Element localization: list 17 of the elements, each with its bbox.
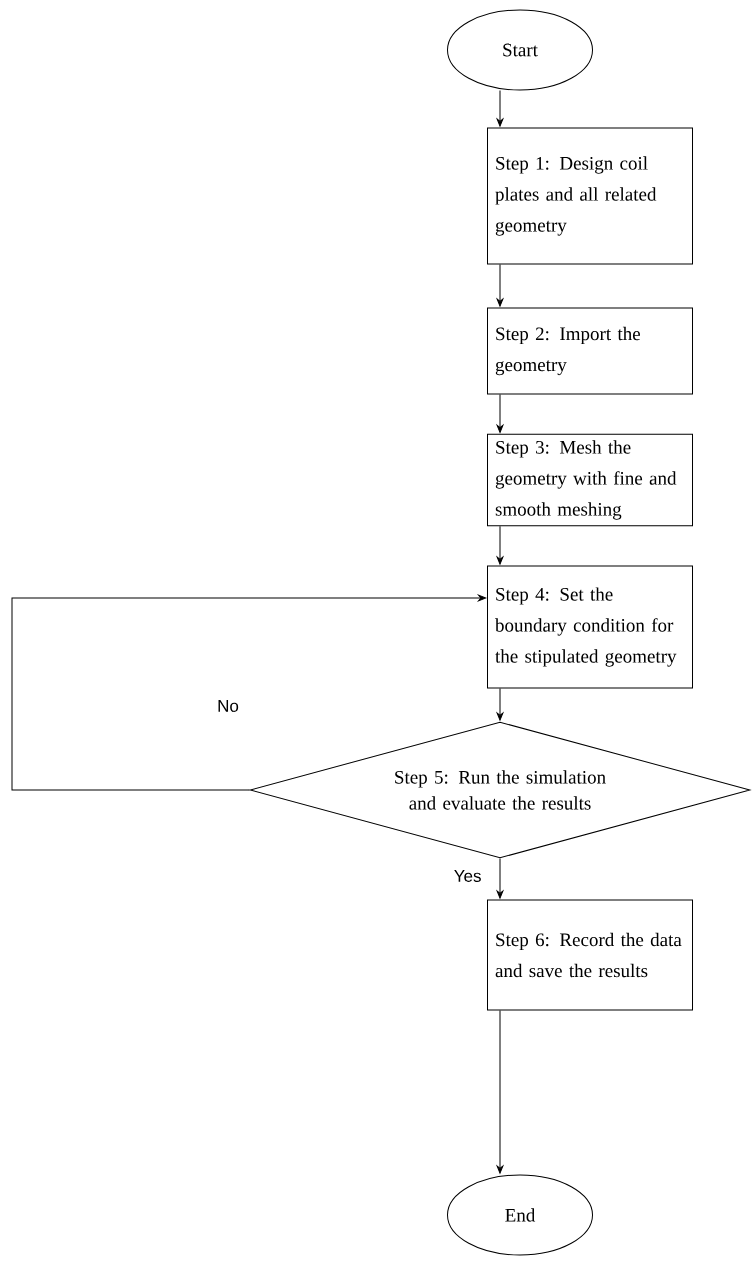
arrow — [11, 594, 487, 791]
arrow — [496, 264, 504, 307]
arrow — [496, 858, 504, 899]
arrow — [496, 525, 504, 565]
process-box: Step 3: Mesh the geometry with fine and smooth meshing — [487, 433, 693, 527]
terminal-oval: Start — [447, 9, 593, 91]
edge-label: No — [215, 698, 241, 714]
arrow — [496, 688, 504, 721]
edge-label: Yes — [451, 868, 484, 884]
process-box: Step 1: Design coil plates and all related geometry — [487, 127, 693, 265]
process-box: Step 2: Import the geometry — [487, 307, 693, 395]
arrow — [496, 394, 504, 433]
arrow — [496, 90, 504, 127]
process-box: Step 6: Record the data and save the results — [487, 899, 693, 1011]
arrow — [496, 1010, 504, 1174]
terminal-oval: End — [447, 1174, 593, 1256]
process-box: Step 4: Set the boundary condition for the stipulated geometry — [487, 565, 693, 689]
